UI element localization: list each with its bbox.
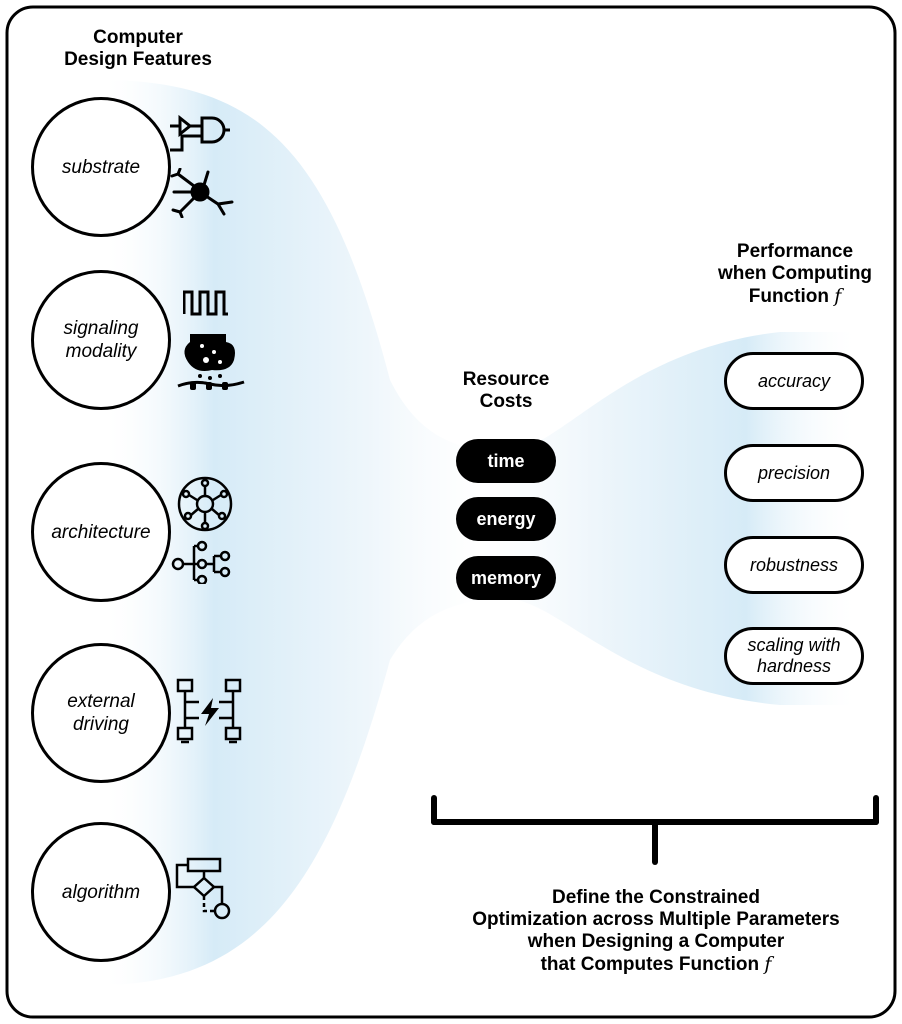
bracket bbox=[431, 795, 879, 865]
cost-pill-time: time bbox=[456, 439, 556, 483]
resource-costs-heading: Resource Costs bbox=[436, 369, 576, 413]
flowchart-icon bbox=[175, 857, 231, 920]
performance-heading: Performance when Computing Function f bbox=[700, 241, 890, 308]
caption-line: Define the Constrained bbox=[552, 887, 760, 908]
caption-text: that Computes Function bbox=[540, 954, 760, 975]
caption-line: Optimization across Multiple Parameters bbox=[472, 909, 840, 930]
heading-line: when Computing bbox=[717, 263, 873, 284]
metric-label: precision bbox=[757, 462, 831, 483]
feature-label: external driving bbox=[67, 691, 135, 735]
computer-network-power-icon bbox=[176, 678, 242, 744]
heading-line: Resource bbox=[462, 369, 550, 390]
neuron-icon bbox=[170, 168, 234, 218]
heading-line: Performance bbox=[736, 241, 854, 262]
feature-label: architecture bbox=[51, 521, 151, 543]
feature-circle-algorithm: algorithm bbox=[31, 822, 171, 962]
square-wave-icon bbox=[183, 290, 228, 316]
caption-line: when Designing a Computer bbox=[527, 931, 785, 952]
heading-text: Function bbox=[748, 286, 829, 307]
cost-label: time bbox=[487, 450, 525, 471]
metric-label: accuracy bbox=[757, 370, 831, 391]
heading-line: Design Features bbox=[64, 49, 212, 70]
feature-circle-signaling-modality: signaling modality bbox=[31, 270, 171, 410]
heading-line: Costs bbox=[479, 391, 533, 412]
feature-label: signaling modality bbox=[63, 318, 139, 362]
circular-network-icon bbox=[177, 476, 233, 532]
cost-label: memory bbox=[470, 567, 542, 588]
metric-pill-robustness: robustness bbox=[724, 536, 864, 594]
function-symbol: f bbox=[834, 285, 842, 307]
feature-circle-external-driving: external driving bbox=[31, 643, 171, 783]
metric-label: robustness bbox=[749, 554, 839, 575]
tree-network-icon bbox=[171, 540, 231, 584]
feature-circle-architecture: architecture bbox=[31, 462, 171, 602]
cost-pill-energy: energy bbox=[456, 497, 556, 541]
feature-circle-substrate: substrate bbox=[31, 97, 171, 237]
heading-line: Computer bbox=[93, 27, 183, 48]
design-features-heading: Computer Design Features bbox=[52, 27, 224, 71]
function-symbol: f bbox=[764, 953, 772, 975]
feature-label: algorithm bbox=[61, 881, 141, 903]
metric-pill-precision: precision bbox=[724, 444, 864, 502]
cost-pill-memory: memory bbox=[456, 556, 556, 600]
caption-line: that Computes Function f bbox=[436, 953, 876, 976]
metric-pill-accuracy: accuracy bbox=[724, 352, 864, 410]
logic-gate-icon bbox=[170, 114, 230, 152]
optimization-caption: Define the Constrained Optimization acro… bbox=[436, 887, 876, 976]
synapse-vesicle-icon bbox=[177, 334, 245, 390]
metric-label: scaling with hardness bbox=[747, 635, 841, 676]
metric-pill-scaling-with-hardness: scaling with hardness bbox=[724, 627, 864, 685]
cost-label: energy bbox=[476, 508, 536, 529]
heading-line: Function f bbox=[700, 285, 890, 308]
feature-label: substrate bbox=[61, 156, 141, 178]
